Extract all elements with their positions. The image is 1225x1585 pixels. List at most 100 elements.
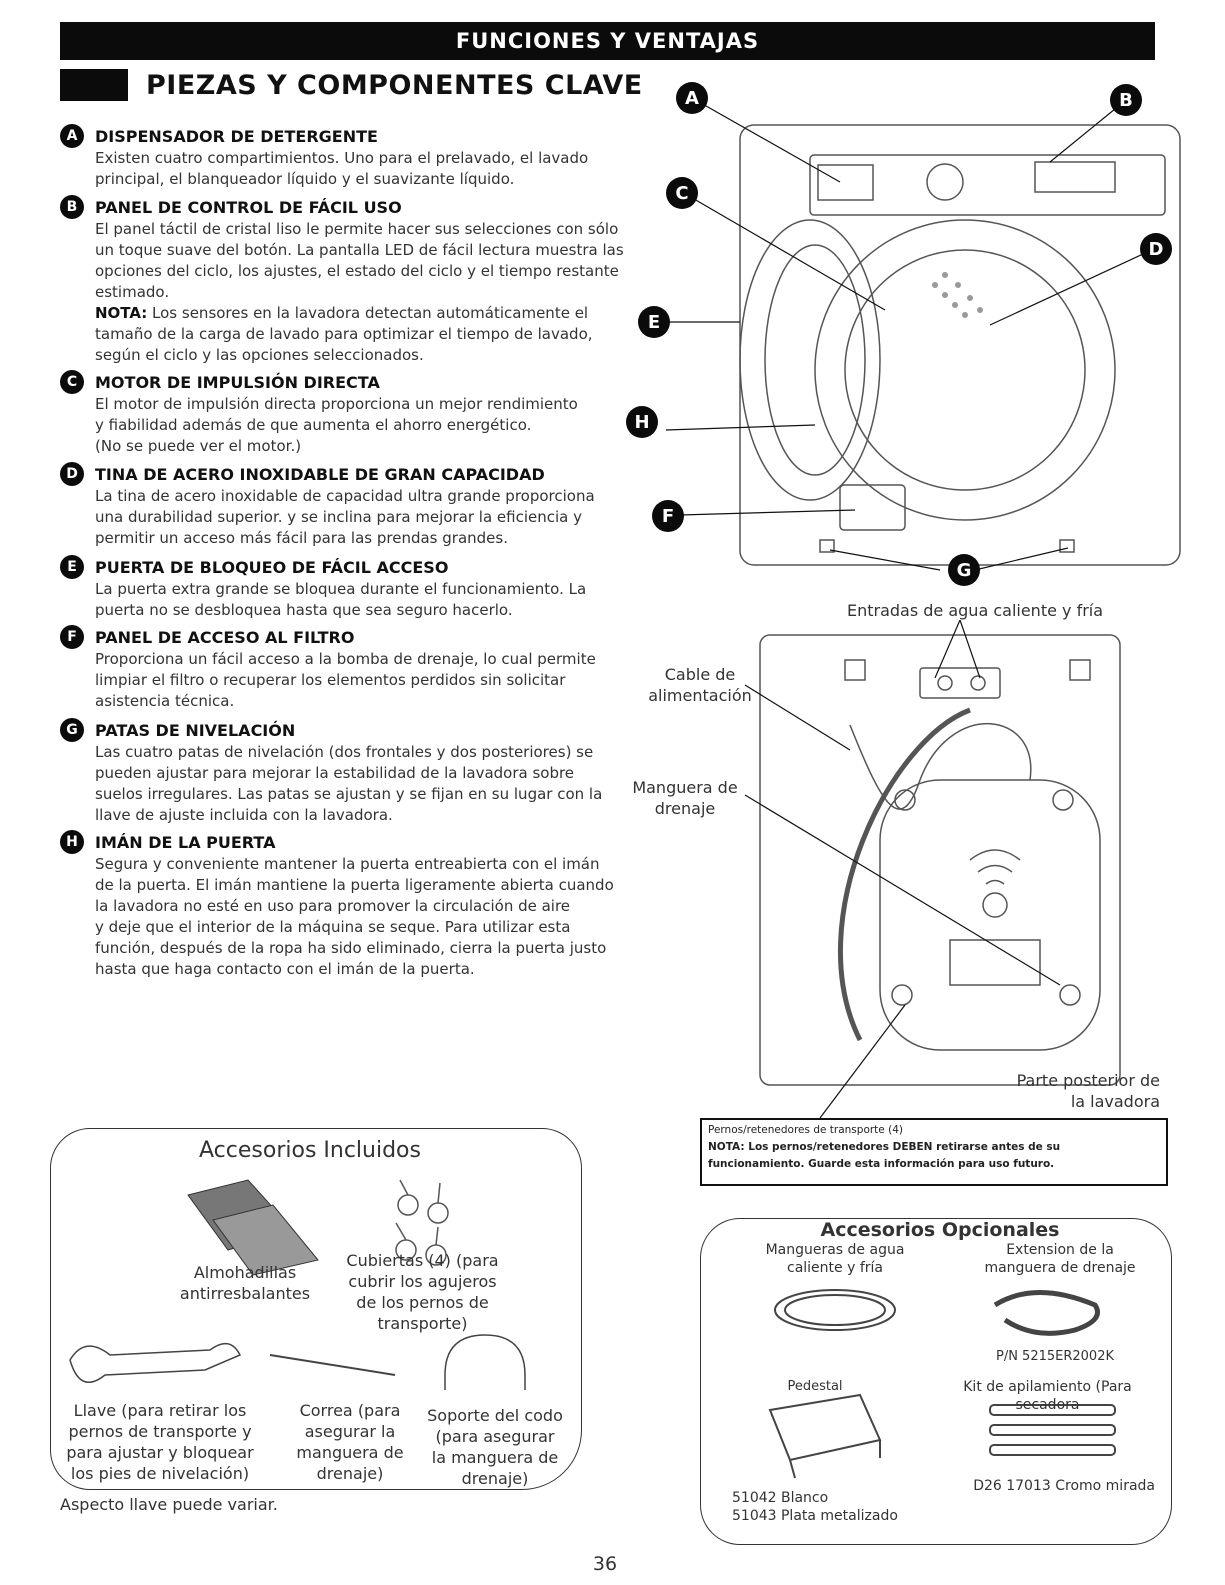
line: para ajustar y bloquear (66, 1443, 254, 1462)
line: secadora (1015, 1397, 1080, 1413)
badge-b: B (60, 195, 84, 219)
line: estimado. (95, 283, 170, 301)
section-title: PIEZAS Y COMPONENTES CLAVE (60, 67, 643, 103)
optional-illustrations (768, 1289, 1116, 1479)
filter-access-panel (839, 484, 906, 531)
washer-front-illustration (665, 97, 1181, 571)
badge-h: H (60, 830, 84, 854)
drain-hose-label: Manguera de drenaje (625, 777, 745, 819)
line: limpiar el filtro o recuperar los elemen… (95, 671, 566, 689)
line: Mangueras de agua (765, 1242, 905, 1258)
diagram-badge-c: C (666, 177, 698, 209)
line: y deje que el interior de la máquina se … (95, 918, 571, 936)
line: Kit de apilamiento (Para (963, 1379, 1132, 1395)
line: la lavadora no esté en uso para promover… (95, 897, 571, 915)
included-accessories-box (50, 1128, 582, 1490)
note-label: NOTA: (95, 304, 148, 322)
included-title: Accesorios Incluidos (199, 1138, 421, 1163)
badge-g: G (60, 718, 84, 742)
line: suelos irregulares. Las patas se ajustan… (95, 785, 603, 803)
item-title: PATAS DE NIVELACIÓN (95, 720, 296, 740)
diagram-badge-h: H (626, 406, 658, 438)
rear-panel (879, 779, 1101, 1051)
line: drenaje) (316, 1464, 384, 1483)
line: alimentación (648, 686, 752, 705)
badge-d: D (60, 462, 84, 486)
line: Cable de (664, 665, 736, 684)
water-hoses-icon-inner (784, 1294, 886, 1326)
transport-bolt (1069, 659, 1091, 681)
item-title: PANEL DE CONTROL DE FÁCIL USO (95, 197, 402, 217)
line: cubrir los agujeros (348, 1272, 497, 1291)
line: Cubiertas (4) (para (346, 1251, 499, 1270)
line: permitir un acceso más fácil para las pr… (95, 529, 508, 547)
water-hoses-icon (774, 1289, 896, 1331)
item-e: E PUERTA DE BLOQUEO DE FÁCIL ACCESO La pu… (60, 555, 635, 621)
drain-hose (837, 707, 971, 1042)
line: y fiabilidad además de que aumenta el ah… (95, 416, 532, 434)
line: funcionamiento. Guarde esta información … (708, 1158, 1055, 1170)
door-glass (764, 244, 866, 476)
line: drenaje (654, 799, 716, 818)
item-title: PUERTA DE BLOQUEO DE FÁCIL ACCESO (95, 557, 449, 577)
stacking-kit-model: D26 17013 Cromo mirada (973, 1478, 1155, 1494)
line: Llave (para retirar los (73, 1401, 247, 1420)
line: principal, el blanqueador líquido y el s… (95, 170, 515, 188)
header-banner: FUNCIONES Y VENTAJAS (60, 22, 1155, 60)
line: Manguera de (632, 778, 738, 797)
line: manguera de drenaje (984, 1260, 1136, 1276)
line: La puerta extra grande se bloquea durant… (95, 580, 587, 598)
elbow-bracket-icon (444, 1334, 526, 1390)
line: Correa (para (299, 1401, 401, 1420)
drum-opening (814, 219, 1116, 521)
power-cord (849, 723, 1032, 810)
detergent-drawer (817, 164, 874, 201)
hot-inlet (937, 675, 953, 691)
line: Soporte del codo (427, 1406, 563, 1425)
tools-illustration (69, 1334, 526, 1390)
diagram-badge-g: G (948, 554, 980, 586)
line: llave de ajuste incluida con la lavadora… (95, 806, 393, 824)
diagram-badge-e: E (638, 306, 670, 338)
line: un toque suave del botón. La pantalla LE… (95, 241, 624, 259)
part-number: P/N 5215ER2002K (995, 1349, 1114, 1364)
wrench-icon (69, 1342, 242, 1384)
item-title: IMÁN DE LA PUERTA (95, 832, 276, 852)
line: Las cuatro patas de nivelación (dos fron… (95, 743, 594, 761)
wrench-label: Llave (para retirar los pernos de transpo… (55, 1400, 265, 1484)
line: 51042 Blanco (732, 1490, 829, 1506)
item-b: B PANEL DE CONTROL DE FÁCIL USO El panel … (60, 195, 635, 366)
transport-bolt (1059, 984, 1081, 1006)
line: pernos de transporte y (68, 1422, 252, 1441)
line: El panel táctil de cristal liso le permi… (95, 220, 619, 238)
inlets-label: Entradas de agua caliente y fría (846, 601, 1104, 620)
badge-a: A (60, 124, 84, 148)
transport-bolt (844, 659, 866, 681)
line: asistencia técnica. (95, 692, 235, 710)
bolt-covers (395, 1179, 449, 1266)
line: transporte) (377, 1314, 468, 1333)
pedestal-label: Pedestal (787, 1379, 843, 1394)
line: puerta no se desbloquea hasta que sea se… (95, 601, 513, 619)
washer-rear-illustration (744, 620, 1121, 1119)
stacking-kit-icon (989, 1404, 1116, 1456)
line: Proporciona un fácil acceso a la bomba d… (95, 650, 596, 668)
transport-bolt (891, 984, 913, 1006)
line: de la puerta. El imán mantiene la puerta… (95, 876, 614, 894)
line: hasta que haga contacto con el imán de l… (95, 960, 475, 978)
control-panel (809, 154, 1166, 216)
note-label: NOTA: (708, 1141, 745, 1153)
line: Los pernos/retenedores DEBEN retirarse a… (744, 1141, 1061, 1153)
badge-e: E (60, 555, 84, 579)
line: Parte posterior de (1016, 1071, 1160, 1090)
rear-vent (949, 939, 1041, 986)
line: Los sensores en la lavadora detectan aut… (147, 304, 589, 322)
line: opciones del ciclo, los ajustes, el esta… (95, 262, 619, 280)
section-title-text: PIEZAS Y COMPONENTES CLAVE (146, 69, 643, 101)
badge-f: F (60, 625, 84, 649)
